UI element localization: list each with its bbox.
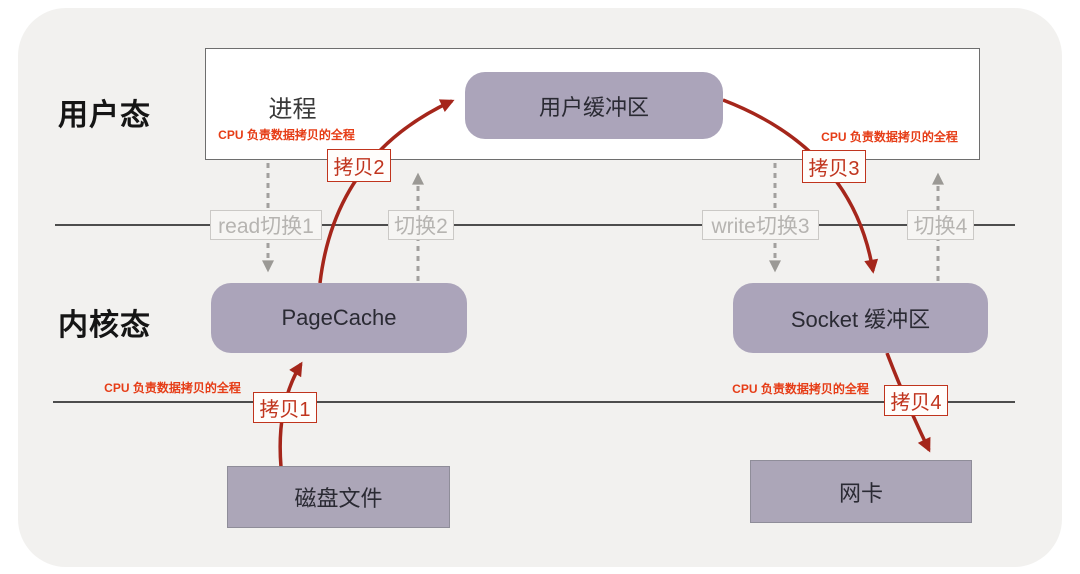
switch-label-4: 切换4: [907, 210, 974, 240]
copy-label-3: 拷贝3: [802, 150, 866, 183]
switch-label-read1: read切换1: [210, 210, 322, 240]
switch-label-write3: write切换3: [702, 210, 819, 240]
cpu-note-copy2: CPU 负责数据拷贝的全程: [218, 128, 355, 142]
disk-file-label: 磁盘文件: [294, 486, 383, 511]
copy-label-2: 拷贝2: [327, 149, 391, 182]
page-cache-node: PageCache: [211, 283, 467, 353]
user-buffer-label: 用户缓冲区: [538, 94, 649, 120]
cpu-note-copy3: CPU 负责数据拷贝的全程: [821, 130, 958, 144]
switch-label-2: 切换2: [388, 210, 454, 240]
kernel-hardware-divider-line: [53, 401, 1015, 403]
process-label: 进程: [268, 96, 317, 123]
user-buffer-node: 用户缓冲区: [465, 72, 723, 139]
page-cache-label: PageCache: [281, 305, 397, 330]
disk-file-node: 磁盘文件: [227, 466, 450, 528]
nic-label: 网卡: [838, 480, 883, 506]
copy-label-4: 拷贝4: [884, 385, 948, 416]
copy-label-1: 拷贝1: [253, 392, 317, 423]
nic-node: 网卡: [750, 460, 972, 523]
socket-buffer-label: Socket 缓冲区: [790, 307, 931, 332]
kernel-mode-label: 内核态: [58, 309, 151, 342]
user-kernel-divider-line: [55, 224, 1015, 226]
cpu-note-copy1: CPU 负责数据拷贝的全程: [104, 381, 241, 395]
user-mode-label: 用户态: [58, 99, 151, 132]
cpu-note-copy4: CPU 负责数据拷贝的全程: [732, 382, 869, 396]
socket-buffer-node: Socket 缓冲区: [733, 283, 988, 353]
